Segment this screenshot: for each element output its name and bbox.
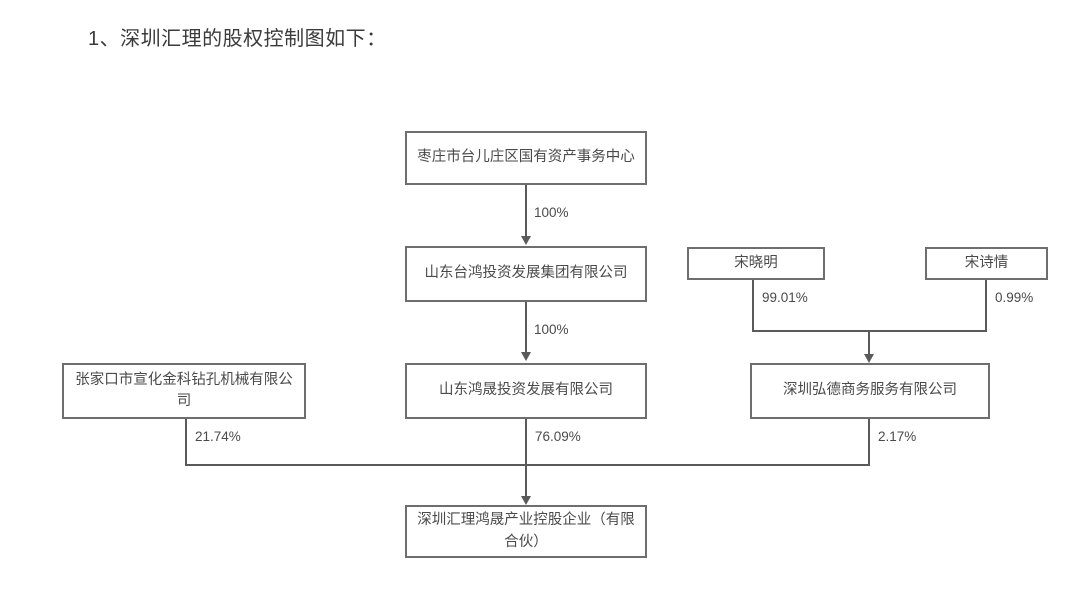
node-shandong-hongsheng: 山东鸿晟投资发展有限公司: [405, 363, 647, 419]
edge-songxm-to-hongde: [752, 280, 754, 330]
edge-zhangjiakou-to-huili: [185, 419, 187, 465]
edge-label-100-zaozhuang-taihong: 100%: [534, 205, 569, 220]
edge-arrowhead: [521, 496, 531, 505]
node-song-shiqing: 宋诗情: [925, 247, 1048, 280]
edge-label-100-taihong-hongsheng: 100%: [534, 322, 569, 337]
edge-label-7609: 76.09%: [535, 429, 581, 444]
edge-arrowhead: [521, 352, 531, 361]
node-song-xiaoming: 宋晓明: [687, 247, 825, 280]
node-zhangjiakou-xuanhua-jinke: 张家口市宣化金科钻孔机械有限公司: [62, 363, 306, 419]
edge-label-099: 0.99%: [995, 290, 1034, 305]
node-shenzhen-hongde: 深圳弘德商务服务有限公司: [750, 363, 990, 419]
edge-taihong-to-hongsheng: [525, 302, 527, 352]
edge-label-2174: 21.74%: [195, 429, 241, 444]
node-label: 宋诗情: [964, 254, 1009, 271]
edge-merge-bar-bottom: [185, 464, 870, 466]
page-title: 1、深圳汇理的股权控制图如下：: [88, 28, 387, 50]
edge-arrowhead: [521, 236, 531, 245]
edge-label-217: 2.17%: [878, 429, 917, 444]
node-label: 深圳弘德商务服务有限公司: [783, 382, 957, 399]
node-label: 山东鸿晟投资发展有限公司: [439, 382, 613, 399]
node-label: 宋晓明: [734, 254, 778, 271]
edge-arrowhead: [864, 354, 874, 363]
edge-zaozhuang-to-taihong: [525, 185, 527, 236]
node-shandong-taihong: 山东台鸿投资发展集团有限公司: [405, 246, 647, 302]
node-label: 张家口市宣化金科钻孔机械有限公司: [75, 371, 293, 409]
edge-hongsheng-to-huili: [525, 419, 527, 501]
edge-songsq-to-hongde: [985, 280, 987, 330]
edge-merged-to-hongde: [868, 330, 870, 359]
node-shenzhen-huili-hongsheng: 深圳汇理鸿晟产业控股企业（有限合伙）: [405, 505, 647, 558]
node-zaozhuang-state-assets: 枣庄市台儿庄区国有资产事务中心: [405, 131, 647, 185]
edge-hongde-to-huili: [868, 419, 870, 465]
edge-label-9901: 99.01%: [762, 290, 808, 305]
node-label: 枣庄市台儿庄区国有资产事务中心: [417, 149, 635, 166]
node-label: 山东台鸿投资发展集团有限公司: [424, 265, 628, 282]
node-label: 深圳汇理鸿晟产业控股企业（有限合伙）: [417, 512, 635, 550]
